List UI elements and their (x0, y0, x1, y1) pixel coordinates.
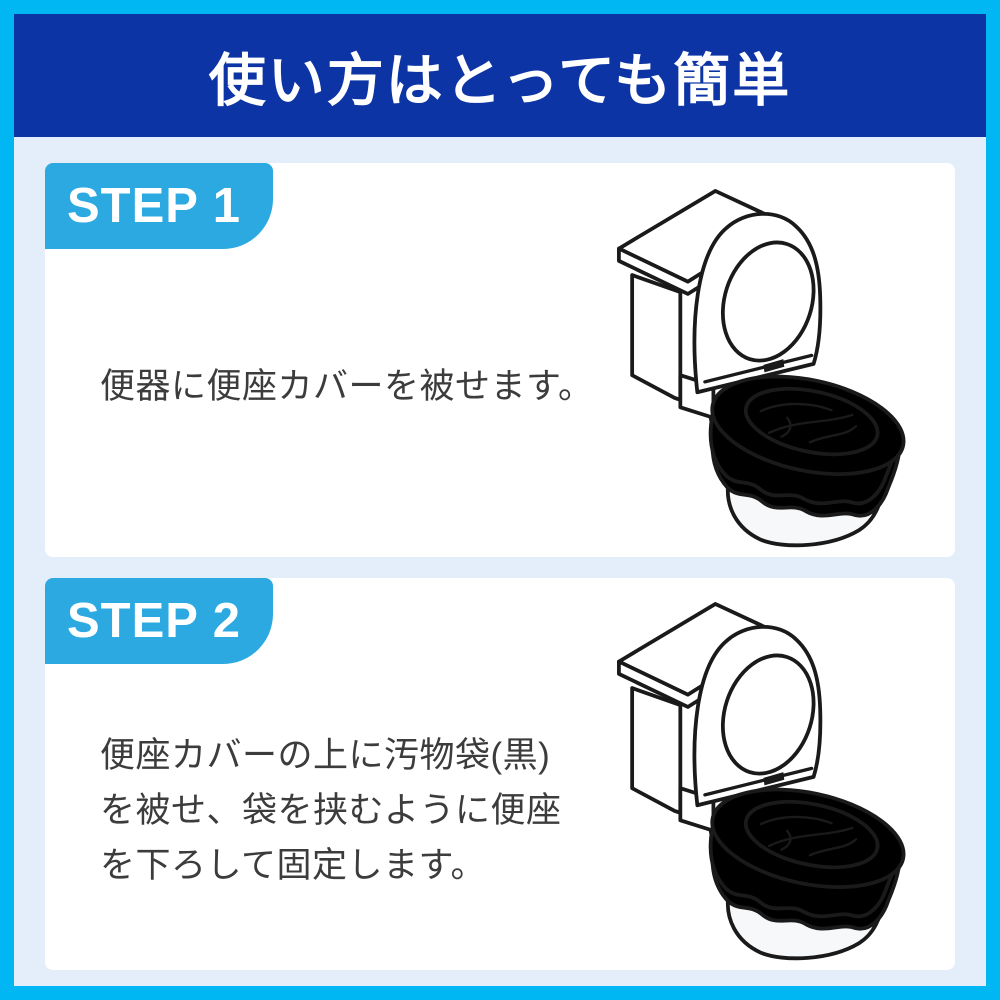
page-title: 使い方はとっても簡単 (208, 48, 792, 113)
step-1-badge: STEP 1 (45, 163, 273, 249)
content-area: 使い方はとっても簡単 STEP 1 便器に便座カバーを被せます。 STEP 2 … (14, 14, 986, 986)
toilet-with-black-waste-bag-illustration (617, 602, 915, 961)
step-1-caption: 便器に便座カバーを被せます。 (100, 359, 594, 414)
step-2-badge-label: STEP 2 (67, 594, 241, 648)
step-2-caption: 便座カバーの上に汚物袋(黒) を被せ、袋を挟むように便座 を下ろして固定します。 (100, 728, 562, 893)
caption-line: を被せ、袋を挟むように便座 (100, 791, 562, 830)
caption-line: 便座カバーの上に汚物袋(黒) (100, 736, 551, 775)
step-1-card: STEP 1 便器に便座カバーを被せます。 (45, 163, 955, 557)
step-2-badge: STEP 2 (45, 578, 273, 664)
header-banner: 使い方はとっても簡単 (14, 14, 986, 137)
step-1-badge-label: STEP 1 (67, 179, 241, 233)
toilet-with-seat-cover-illustration (617, 189, 915, 548)
step-2-card: STEP 2 便座カバーの上に汚物袋(黒) を被せ、袋を挟むように便座 を下ろし… (45, 578, 955, 970)
caption-line: 便器に便座カバーを被せます。 (100, 367, 594, 406)
caption-line: を下ろして固定します。 (100, 846, 486, 885)
